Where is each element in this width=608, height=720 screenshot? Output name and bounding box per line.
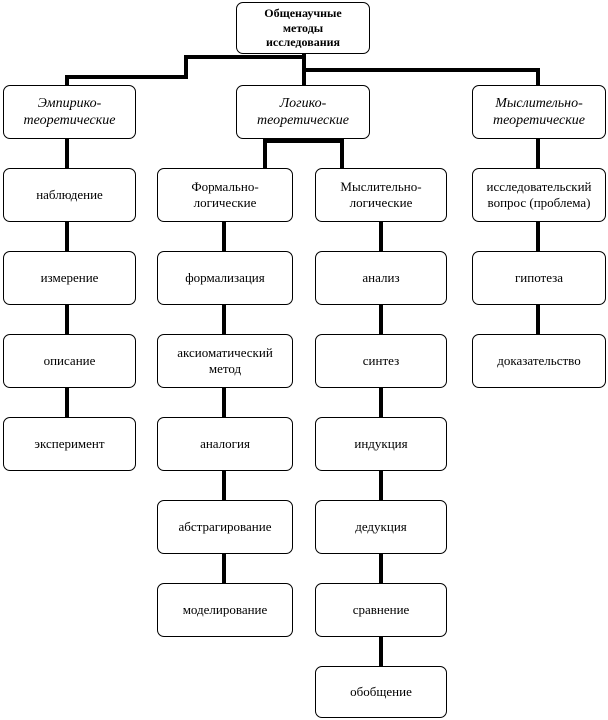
connector-logical-mental: [303, 139, 344, 170]
thought-item-research-question: исследовательский вопрос (проблема): [472, 168, 606, 222]
thought-item-hypothesis: гипотеза: [472, 251, 606, 305]
empirical-node: Эмпирико- теоретические: [3, 85, 136, 139]
thought-item-proof: доказательство: [472, 334, 606, 388]
connector-root-empirical: [65, 52, 306, 87]
root-node: Общенаучные методы исследования: [236, 2, 370, 54]
empirical-item-description: описание: [3, 334, 136, 388]
connector-root-thought: [302, 68, 540, 87]
empirical-item-measurement: измерение: [3, 251, 136, 305]
connector-logical-formal: [263, 137, 307, 170]
logical-node: Логико- теоретические: [236, 85, 370, 139]
formal-item-formalization: формализация: [157, 251, 293, 305]
mental-item-induction: индукция: [315, 417, 447, 471]
thought-node: Мыслительно- теоретические: [472, 85, 606, 139]
formal-item-axiomatic-method: аксиоматический метод: [157, 334, 293, 388]
empirical-item-observation: наблюдение: [3, 168, 136, 222]
mental-item-comparison: сравнение: [315, 583, 447, 637]
mental-item-deduction: дедукция: [315, 500, 447, 554]
mental-item-synthesis: синтез: [315, 334, 447, 388]
mental-logical-node: Мыслительно- логические: [315, 168, 447, 222]
mental-item-generalization: обобщение: [315, 666, 447, 718]
empirical-item-experiment: эксперимент: [3, 417, 136, 471]
mental-item-analysis: анализ: [315, 251, 447, 305]
formal-item-analogy: аналогия: [157, 417, 293, 471]
formal-item-modeling: моделирование: [157, 583, 293, 637]
formal-item-abstraction: абстрагирование: [157, 500, 293, 554]
formal-logical-node: Формально- логические: [157, 168, 293, 222]
